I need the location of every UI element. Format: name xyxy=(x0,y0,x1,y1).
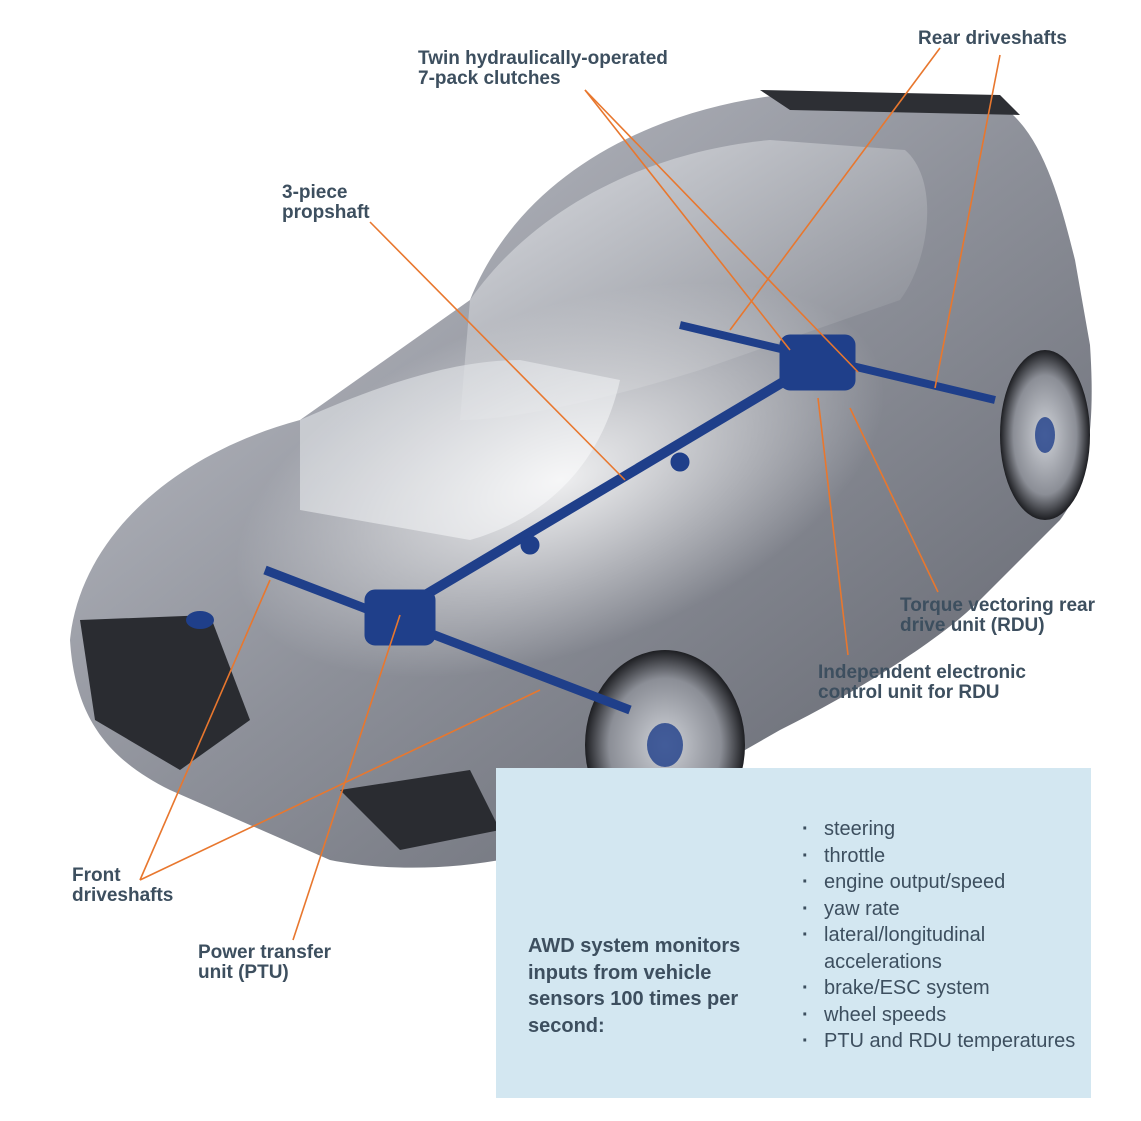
sensor-input-list: steering throttle engine output/speed ya… xyxy=(802,816,1091,1055)
list-item: yaw rate xyxy=(802,896,1091,923)
leader-line-ptu xyxy=(292,614,401,941)
info-box: AWD system monitors inputs from vehicle … xyxy=(496,768,1091,1098)
callout-twin-clutches: Twin hydraulically-operated 7-pack clutc… xyxy=(418,48,668,89)
list-item: lateral/longitudinal accelerations xyxy=(802,922,1091,975)
leader-line-clutches-2 xyxy=(584,89,859,373)
list-item: PTU and RDU temperatures xyxy=(802,1028,1091,1055)
propshaft-shape xyxy=(397,355,823,615)
front-driveshaft-shape xyxy=(263,565,632,715)
leader-line-propshaft xyxy=(369,221,626,481)
list-item: throttle xyxy=(802,843,1091,870)
callout-propshaft: 3-piece propshaft xyxy=(282,182,370,223)
leader-line-rear-driveshafts-1 xyxy=(729,47,941,331)
leader-line-clutches-1 xyxy=(584,89,791,351)
leader-line-rdu xyxy=(849,407,939,593)
info-box-heading: AWD system monitors inputs from vehicle … xyxy=(528,935,741,1037)
rear-wheel xyxy=(1000,350,1090,520)
cutaway-glow xyxy=(235,282,885,678)
leader-line-front-driveshafts-2 xyxy=(139,689,541,881)
ford-logo-icon xyxy=(186,611,214,629)
leader-lines xyxy=(139,47,1001,941)
list-item: wheel speeds xyxy=(802,1002,1091,1029)
list-item: steering xyxy=(802,816,1091,843)
leader-line-front-driveshafts-1 xyxy=(139,579,271,881)
callout-front-driveshafts: Front driveshafts xyxy=(72,865,174,906)
list-item: engine output/speed xyxy=(802,869,1091,896)
rdu-shape xyxy=(779,334,856,391)
leader-line-rear-driveshafts-2 xyxy=(934,54,1001,389)
leader-line-ecu xyxy=(817,397,849,656)
list-item: brake/ESC system xyxy=(802,975,1091,1002)
callout-rdu: Torque vectoring rear drive unit (RDU) xyxy=(900,595,1095,636)
callout-rear-driveshafts: Rear driveshafts xyxy=(918,28,1067,49)
callout-ptu: Power transfer unit (PTU) xyxy=(198,942,332,983)
callout-ecu: Independent electronic control unit for … xyxy=(818,662,1026,703)
